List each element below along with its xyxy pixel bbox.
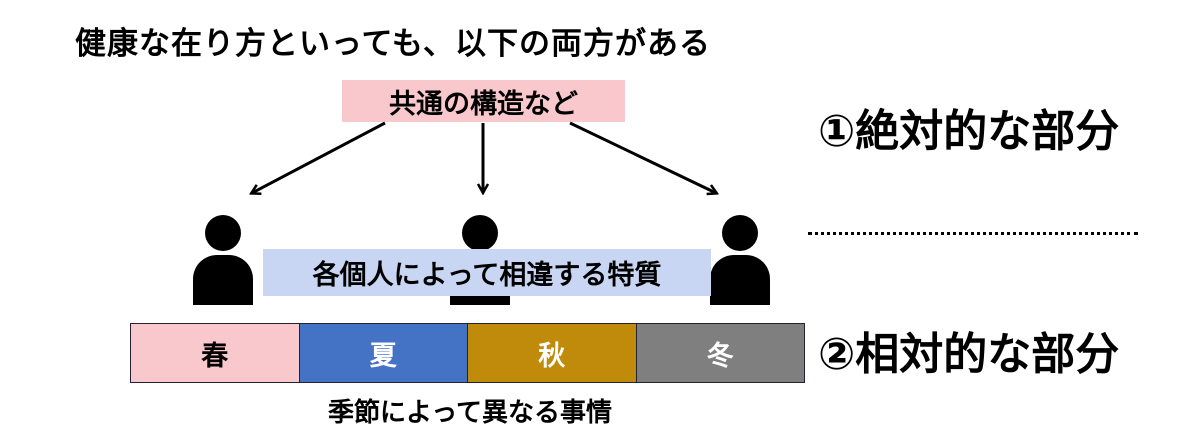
divider-dotted-line — [808, 232, 1138, 235]
seasons-caption: 季節によって異なる事情 — [328, 398, 612, 428]
season-spring: 春 — [131, 324, 300, 382]
seasons-bar: 春 夏 秋 冬 — [130, 323, 805, 383]
absolute-part-label: ①絶対的な部分 — [818, 106, 1120, 157]
diagram-title: 健康な在り方といっても、以下の両方がある — [75, 26, 711, 62]
arrow-right-icon — [569, 121, 716, 193]
individual-traits-box: 各個人によって相違する特質 — [263, 249, 711, 296]
individual-traits-label: 各個人によって相違する特質 — [312, 260, 662, 291]
person-icon — [193, 215, 253, 305]
season-summer: 夏 — [299, 324, 468, 382]
shared-structure-label: 共通の構造など — [389, 88, 578, 120]
person-icon — [710, 215, 770, 305]
season-winter: 冬 — [636, 324, 804, 382]
shared-structure-box: 共通の構造など — [342, 80, 625, 122]
relative-part-label: ②相対的な部分 — [818, 329, 1120, 380]
arrow-left-icon — [252, 121, 386, 193]
season-autumn: 秋 — [468, 324, 637, 382]
